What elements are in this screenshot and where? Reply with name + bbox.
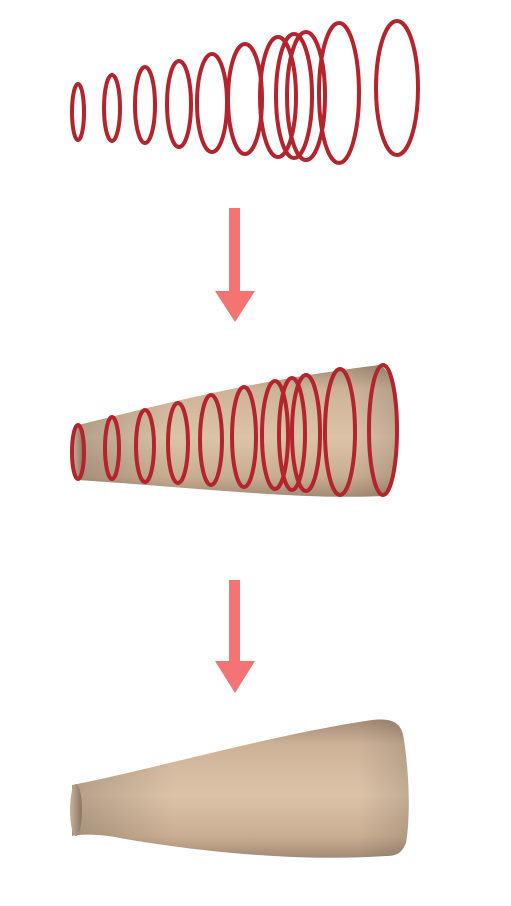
tube-opening bbox=[70, 784, 82, 836]
contour-ring bbox=[374, 19, 420, 157]
contour-ring bbox=[70, 82, 86, 142]
contour-ring bbox=[133, 65, 157, 145]
contour-ring bbox=[285, 30, 327, 162]
lofted-surface-stage bbox=[70, 363, 399, 497]
contour-ring bbox=[102, 73, 122, 143]
contour-ring bbox=[134, 408, 156, 484]
arrow-down-icon bbox=[215, 208, 255, 322]
contour-ring bbox=[230, 385, 258, 489]
contour-ring bbox=[195, 52, 229, 154]
contour-ring bbox=[103, 415, 121, 481]
contour-ring bbox=[274, 32, 314, 160]
contour-ring bbox=[290, 373, 322, 493]
smooth-surface-stage bbox=[70, 719, 409, 858]
contour-ring bbox=[277, 376, 307, 492]
contour-rings-stage bbox=[70, 19, 420, 165]
contour-ring bbox=[198, 393, 224, 487]
arrow-down-icon bbox=[215, 580, 255, 693]
contour-ring bbox=[260, 379, 290, 491]
contour-ring bbox=[226, 42, 264, 156]
contour-ring bbox=[323, 367, 357, 497]
contour-ring bbox=[317, 21, 361, 165]
contour-ring bbox=[367, 363, 399, 497]
contour-ring bbox=[166, 401, 190, 485]
contour-ring bbox=[258, 35, 298, 159]
contour-ring bbox=[165, 59, 193, 149]
contour-ring bbox=[70, 423, 86, 481]
tube-opening bbox=[72, 426, 84, 478]
